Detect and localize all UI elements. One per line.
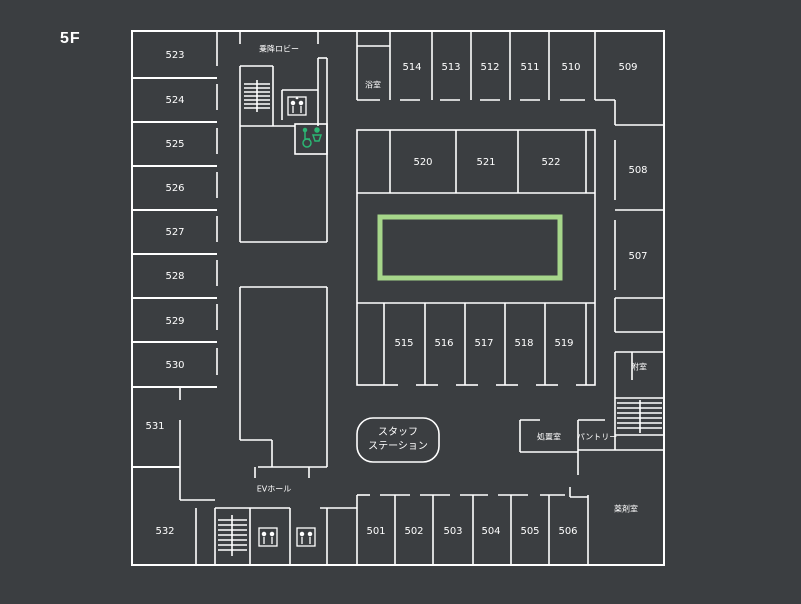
room-508: 508 bbox=[628, 165, 647, 176]
center-island bbox=[356, 129, 596, 387]
right-room-walls bbox=[519, 140, 664, 498]
elevator-icon bbox=[287, 96, 307, 116]
room-531: 531 bbox=[145, 421, 164, 432]
top-room-walls bbox=[356, 31, 664, 126]
room-523: 523 bbox=[165, 50, 184, 61]
room-507: 507 bbox=[628, 251, 647, 262]
room-506: 506 bbox=[558, 526, 577, 537]
boarding-lobby-label: 乗降ロビー bbox=[259, 44, 299, 54]
room-525: 525 bbox=[165, 139, 184, 150]
elevator-icon bbox=[296, 527, 316, 547]
room-505: 505 bbox=[520, 526, 539, 537]
treatment-room-label: 処置室 bbox=[537, 432, 561, 442]
left-room-walls bbox=[132, 31, 218, 565]
room-514: 514 bbox=[402, 62, 421, 73]
room-529: 529 bbox=[165, 316, 184, 327]
room-509: 509 bbox=[618, 62, 637, 73]
room-528: 528 bbox=[165, 271, 184, 282]
toilet-icon bbox=[311, 127, 323, 142]
room-522: 522 bbox=[541, 157, 560, 168]
room-516: 516 bbox=[434, 338, 453, 349]
room-518: 518 bbox=[514, 338, 533, 349]
room-527: 527 bbox=[165, 227, 184, 238]
stairs-icon bbox=[617, 400, 662, 433]
room-515: 515 bbox=[394, 338, 413, 349]
elevator-icon bbox=[258, 527, 278, 547]
wheelchair-icon bbox=[302, 127, 312, 148]
room-519: 519 bbox=[554, 338, 573, 349]
room-511: 511 bbox=[520, 62, 539, 73]
ev-hall-label: EVホール bbox=[257, 485, 292, 494]
room-510: 510 bbox=[561, 62, 580, 73]
room-532: 532 bbox=[155, 526, 174, 537]
room-513: 513 bbox=[441, 62, 460, 73]
room-512: 512 bbox=[480, 62, 499, 73]
room-502: 502 bbox=[404, 526, 423, 537]
room-521: 521 bbox=[476, 157, 495, 168]
pantry-label: パントリー bbox=[577, 433, 617, 442]
room-504: 504 bbox=[481, 526, 500, 537]
stairs-icon bbox=[218, 515, 247, 556]
pharmacy-label: 薬剤室 bbox=[614, 504, 638, 514]
courtyard bbox=[377, 214, 563, 281]
stairs-icon bbox=[244, 80, 270, 112]
bath-room-label: 浴室 bbox=[365, 80, 381, 90]
floor-label: 5F bbox=[60, 30, 81, 47]
staff-station-label-2: ステーション bbox=[368, 441, 428, 452]
room-526: 526 bbox=[165, 183, 184, 194]
room-524: 524 bbox=[165, 95, 184, 106]
staff-station-label-1: スタッフ bbox=[378, 426, 418, 438]
staff-station-outline bbox=[356, 417, 440, 463]
room-530: 530 bbox=[165, 360, 184, 371]
storage-label: 附室 bbox=[631, 362, 647, 372]
room-517: 517 bbox=[474, 338, 493, 349]
room-520: 520 bbox=[413, 157, 432, 168]
bottom-room-walls bbox=[356, 494, 589, 565]
room-501: 501 bbox=[366, 526, 385, 537]
room-503: 503 bbox=[443, 526, 462, 537]
core-walls bbox=[214, 31, 357, 565]
